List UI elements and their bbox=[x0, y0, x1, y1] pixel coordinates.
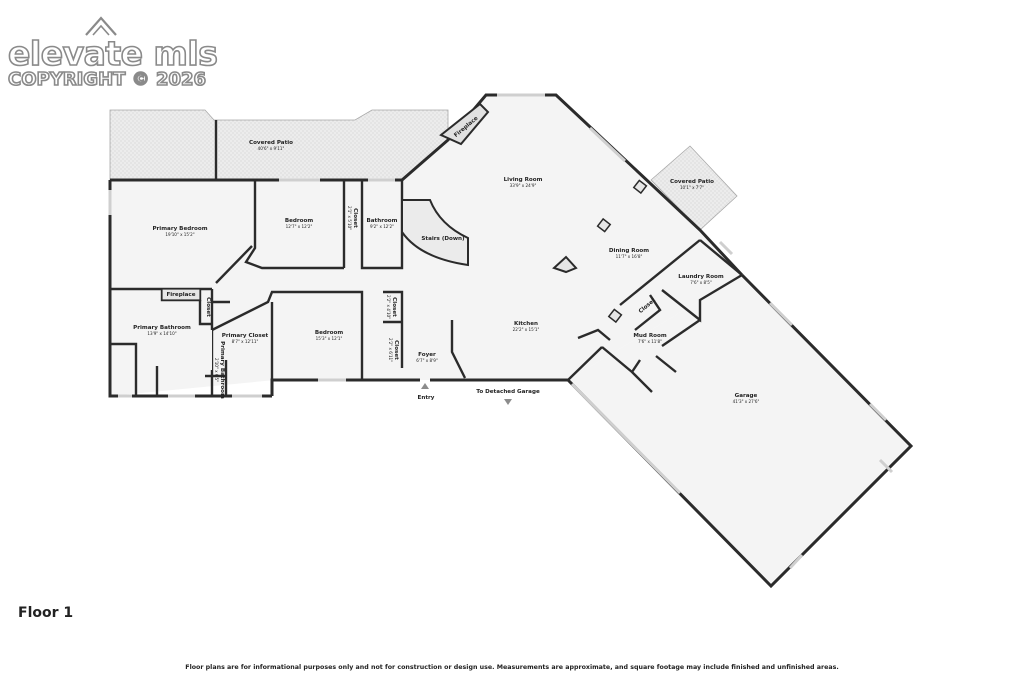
watermark-copyright: COPYRIGHT © 2026 bbox=[7, 68, 207, 91]
label-covered-patio-right: Covered Patio bbox=[670, 179, 714, 185]
label-closet-2: Closet bbox=[205, 297, 211, 317]
disclaimer-text: Floor plans are for informational purpos… bbox=[185, 664, 839, 671]
fireplace-top-box bbox=[439, 102, 490, 146]
label-laundry-room: Laundry Room bbox=[678, 274, 724, 280]
kitchen-island bbox=[552, 255, 578, 274]
dims-primary-closet: 8'7" x 12'11" bbox=[232, 339, 259, 344]
dims-garage: 41'3" x 27'6" bbox=[733, 399, 760, 404]
dims-bedroom-2: 15'3" x 12'1" bbox=[316, 336, 343, 341]
label-bathroom: Bathroom bbox=[367, 218, 398, 224]
label-mud-room: Mud Room bbox=[633, 333, 666, 339]
label-detached-garage: To Detached Garage bbox=[476, 389, 540, 395]
dims-foyer: 6'7" x 8'9" bbox=[416, 358, 438, 363]
label-primary-bathroom-small: Primary Bathroom bbox=[219, 341, 225, 399]
dims-kitchen: 22'2" x 15'1" bbox=[513, 327, 540, 332]
label-closet-1: Closet bbox=[352, 208, 358, 228]
dims-closet-3: 2'2" x 4'10" bbox=[386, 295, 391, 319]
label-foyer: Foyer bbox=[418, 352, 436, 358]
label-bedroom-1: Bedroom bbox=[285, 218, 314, 224]
dims-living-room: 33'9" x 24'9" bbox=[510, 183, 537, 188]
dims-covered-patio-left: 40'6" x 9'11" bbox=[258, 146, 285, 151]
elevate-logo-icon bbox=[85, 16, 117, 36]
dims-primary-bathroom-small: 2'10" x 6'5" bbox=[214, 358, 219, 382]
label-stairs: Stairs (Down) bbox=[421, 236, 465, 242]
label-dining-room: Dining Room bbox=[609, 248, 649, 254]
dims-dining-room: 11'7" x 16'8" bbox=[616, 254, 643, 259]
closet-shelf-1 bbox=[205, 330, 212, 370]
label-primary-bathroom: Primary Bathroom bbox=[133, 325, 191, 331]
dims-laundry-room: 7'6" x 8'5" bbox=[690, 280, 712, 285]
label-covered-patio-left: Covered Patio bbox=[249, 140, 293, 146]
floor-label: Floor 1 bbox=[18, 605, 74, 621]
label-closet-3: Closet bbox=[391, 297, 397, 317]
dining-column-2 bbox=[596, 217, 612, 233]
dims-primary-bathroom: 13'9" x 14'10" bbox=[147, 331, 176, 336]
stairs-down-shape bbox=[401, 199, 469, 267]
dims-mud-room: 7'6" x 11'8" bbox=[638, 339, 662, 344]
dims-bedroom-1: 12'7" x 12'2" bbox=[286, 224, 313, 229]
label-primary-bedroom: Primary Bedroom bbox=[152, 226, 207, 232]
dims-closet-4: 2'2" x 6'11" bbox=[388, 338, 393, 362]
label-primary-closet: Primary Closet bbox=[222, 333, 269, 339]
dims-primary-bedroom: 19'10" x 15'2" bbox=[165, 232, 194, 237]
label-closet-4: Closet bbox=[393, 340, 399, 360]
dims-bathroom: 9'2" x 12'2" bbox=[370, 224, 394, 229]
label-bedroom-2: Bedroom bbox=[315, 330, 344, 336]
detached-garage-arrow-icon bbox=[504, 399, 512, 405]
dims-closet-1: 2'1" x 5'10" bbox=[347, 206, 352, 230]
dining-column-3 bbox=[607, 308, 623, 324]
interior-walls bbox=[110, 120, 743, 396]
watermark-brand: elevate mls bbox=[7, 33, 218, 74]
fireplace-left-box bbox=[161, 288, 201, 301]
label-fireplace-left: Fireplace bbox=[166, 292, 195, 298]
dining-column-1 bbox=[632, 179, 648, 195]
windows bbox=[108, 93, 894, 570]
garage-floor-area bbox=[568, 275, 911, 586]
dims-covered-patio-right: 10'1" x 7'7" bbox=[680, 185, 704, 190]
label-entry: Entry bbox=[418, 395, 435, 401]
label-garage: Garage bbox=[735, 393, 758, 399]
label-living-room: Living Room bbox=[504, 177, 543, 183]
label-kitchen: Kitchen bbox=[514, 321, 538, 327]
entry-arrow-icon bbox=[421, 383, 429, 389]
